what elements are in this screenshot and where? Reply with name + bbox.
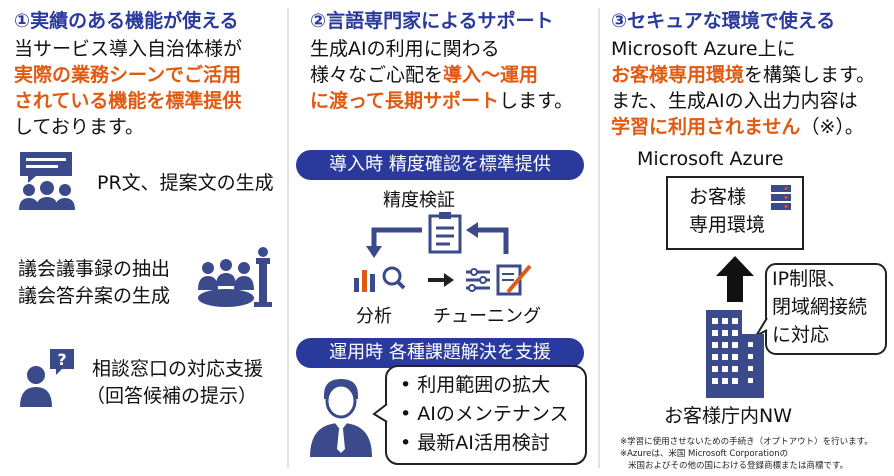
divider-2 xyxy=(598,8,600,468)
dedicated-env-line1: お客様 xyxy=(689,186,747,208)
footnote-trademark-2: 米国およびその他の国における登録商標または商標です。 xyxy=(628,461,849,471)
cycle-label-analysis: 分析 xyxy=(356,306,392,327)
feature-column-2: ②言語専門家によるサポート 生成AIの利用に関わる 様々なご心配を導入～運用 に… xyxy=(310,9,573,114)
clipboard-icon xyxy=(428,212,462,254)
cycle-label-tuning: チューニング xyxy=(433,306,541,327)
bullet-callout-bubble xyxy=(372,365,587,465)
operation-phase-pill: 運用時 各種課題解決を支援 xyxy=(296,338,584,368)
support-person-icon xyxy=(306,377,376,461)
server-icon xyxy=(770,184,792,214)
intro-phase-pill: 導入時 精度確認を標準提供 xyxy=(296,150,584,180)
feature-column-3: ③セキュアな環境で使える Microsoft Azure上に お客様専用環境を構… xyxy=(611,9,875,140)
col1-line1: 当サービス導入自治体様が xyxy=(14,38,243,60)
svg-text:?: ? xyxy=(57,350,66,369)
col3-heading: ③セキュアな環境で使える xyxy=(611,10,836,32)
ip-line1: IP制限、 xyxy=(772,268,847,290)
col1-line4: しております。 xyxy=(14,116,144,138)
presentation-icon xyxy=(16,150,78,216)
col1-line2: 実際の業務シーンでご活用 xyxy=(14,64,242,86)
footnote-optout: ※学習に使用させないための手続き（オプトアウト）を行います。 xyxy=(620,437,873,447)
support-bullet-1: • 利用範囲の拡大 xyxy=(400,374,551,396)
ip-callout-bubble xyxy=(754,263,887,355)
building-icon xyxy=(706,310,764,398)
azure-label: Microsoft Azure xyxy=(637,148,784,170)
ip-line3: に対応 xyxy=(772,324,830,346)
analysis-icon xyxy=(354,266,406,292)
footnote-trademark-1: ※Azureは、米国 Microsoft Corporationの xyxy=(620,449,789,459)
support-bullet-2: • AIのメンテナンス xyxy=(400,403,569,425)
meeting-icon xyxy=(196,246,278,314)
feature-item-2-line1: 議会議事録の抽出 xyxy=(18,258,171,280)
dedicated-env-line2: 専用環境 xyxy=(689,214,766,236)
feature-item-2-line2: 議会答弁案の生成 xyxy=(18,285,171,307)
feature-column-1: ①実績のある機能が使える 当サービス導入自治体様が 実際の業務シーンでご活用 さ… xyxy=(14,9,242,140)
col3-line2: お客様専用環境を構築します。 xyxy=(611,64,876,86)
tuning-icon xyxy=(466,264,532,296)
question-person-icon: ? xyxy=(18,347,78,411)
col2-line2: 様々なご心配を導入～運用 xyxy=(310,64,539,86)
col2-line3: に渡って長期サポートします。 xyxy=(310,90,574,112)
up-arrow-icon xyxy=(716,256,754,302)
col1-heading: ①実績のある機能が使える xyxy=(14,10,239,32)
feature-item-3-line2: （回答候補の提示） xyxy=(86,385,258,407)
divider-1 xyxy=(287,8,289,468)
office-network-label: お客様庁内NW xyxy=(664,405,792,427)
col3-line3: また、生成AIの入出力内容は xyxy=(611,90,858,112)
ip-line2: 閉域網接続 xyxy=(772,296,868,318)
feature-item-3-line1: 相談窓口の対応支援 xyxy=(92,358,264,380)
cycle-label-verify: 精度検証 xyxy=(383,190,455,211)
col1-line3: されている機能を標準提供 xyxy=(14,90,242,112)
feature-item-1: PR文、提案文の生成 xyxy=(97,172,274,194)
tuning-cycle-diagram xyxy=(354,212,532,296)
col2-line1: 生成AIの利用に関わる xyxy=(310,38,500,60)
support-bullet-3: • 最新AI活用検討 xyxy=(400,432,550,454)
col3-line1: Microsoft Azure上に xyxy=(611,38,796,60)
col2-heading: ②言語専門家によるサポート xyxy=(310,10,554,32)
col3-line4: 学習に利用されません（※）。 xyxy=(611,116,864,138)
